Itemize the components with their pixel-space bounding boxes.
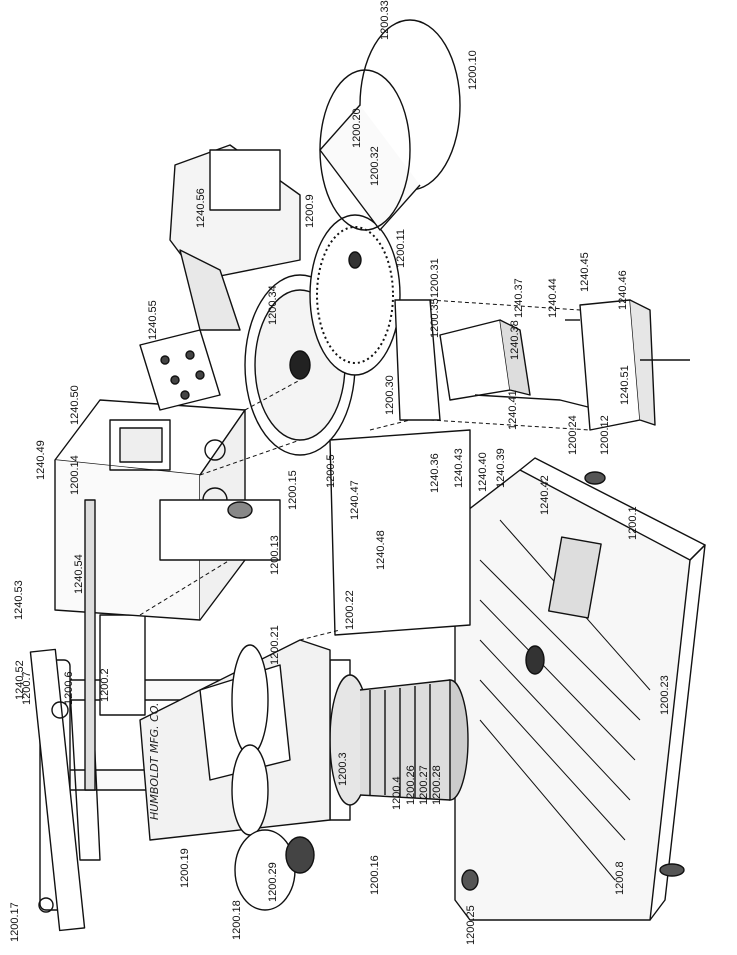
gauge-assembly xyxy=(169,144,301,331)
mount-plate xyxy=(139,329,221,411)
part-label: 1240.40 xyxy=(477,452,489,492)
part-label: 1240.43 xyxy=(453,448,465,488)
part-label: 1200.30 xyxy=(384,375,396,415)
part-label: 1240.56 xyxy=(195,188,207,228)
part-label: 1200.31 xyxy=(429,258,441,298)
part-label: 1200.19 xyxy=(179,848,191,888)
part-label: 1200.22 xyxy=(344,590,356,630)
part-label: 1240.47 xyxy=(349,480,361,520)
part-label: 1200.15 xyxy=(287,470,299,510)
part-label: 1200.2 xyxy=(99,668,111,702)
part-label: 1200.32 xyxy=(369,146,381,186)
part-label: 1240.51 xyxy=(619,365,631,405)
part-label: 1200.24 xyxy=(567,415,579,455)
maker-name: HUMBOLDT MFG. CO. xyxy=(148,702,161,820)
part-label: 1240.54 xyxy=(73,554,85,594)
side-panel xyxy=(329,429,471,636)
part-label: 1240.37 xyxy=(513,278,525,318)
shaft xyxy=(84,499,281,791)
part-label: 1200.11 xyxy=(395,229,407,268)
end-block xyxy=(565,299,690,431)
part-label: 1200.21 xyxy=(269,625,281,665)
part-label: 1240.53 xyxy=(13,580,25,620)
dial-assembly xyxy=(244,214,401,456)
part-label: 1200.12 xyxy=(599,415,611,455)
part-label: 1200.10 xyxy=(467,50,479,90)
part-label: 1200.8 xyxy=(614,861,626,895)
part-label: 1240.42 xyxy=(539,475,551,515)
yoke-frame xyxy=(139,639,331,911)
part-label: 1240.41 xyxy=(507,390,519,430)
part-label: 1240.52 xyxy=(14,660,26,700)
part-label: 1200.35 xyxy=(429,298,441,338)
counter-module xyxy=(439,319,601,411)
part-label: 1200.20 xyxy=(351,108,363,148)
part-label: 1240.46 xyxy=(617,270,629,310)
part-label: 1200.18 xyxy=(231,900,243,940)
part-label: 1200.13 xyxy=(269,535,281,575)
part-label: 1200.34 xyxy=(267,285,279,325)
part-label: 1200.33 xyxy=(379,0,391,40)
part-label: 1200.5 xyxy=(325,454,337,488)
part-label: 1240.39 xyxy=(495,448,507,488)
part-label: 1200.4 xyxy=(391,776,403,810)
base-plate xyxy=(454,457,706,921)
part-label: 1240.48 xyxy=(375,530,387,570)
part-label: 1240.36 xyxy=(429,453,441,493)
part-label: 1200.9 xyxy=(304,194,316,228)
part-label: 1200.27 xyxy=(418,765,430,805)
part-label: 1200.25 xyxy=(465,905,477,945)
part-label: 1240.50 xyxy=(69,385,81,425)
part-label: 1200.28 xyxy=(431,765,443,805)
part-label: 1200.16 xyxy=(369,855,381,895)
part-label: 1240.38 xyxy=(509,320,521,360)
part-label: 1240.44 xyxy=(547,278,559,318)
part-label: 1200.3 xyxy=(337,752,349,786)
cover-ring xyxy=(319,19,461,231)
part-label: 1200.1 xyxy=(627,506,639,540)
assembly-lines xyxy=(139,299,591,641)
part-label: 1200.26 xyxy=(405,765,417,805)
top-link xyxy=(29,648,86,932)
part-label: 1240.45 xyxy=(579,252,591,292)
part-label: 1200.29 xyxy=(267,862,279,902)
part-label: 1200.6 xyxy=(63,671,75,705)
part-label: 1240.49 xyxy=(35,440,47,480)
part-label: 1240.55 xyxy=(147,300,159,340)
part-label: 1200.23 xyxy=(659,675,671,715)
part-label: 1200.17 xyxy=(9,902,21,942)
part-label: 1200.14 xyxy=(69,455,81,495)
bracket-plate xyxy=(394,299,441,421)
